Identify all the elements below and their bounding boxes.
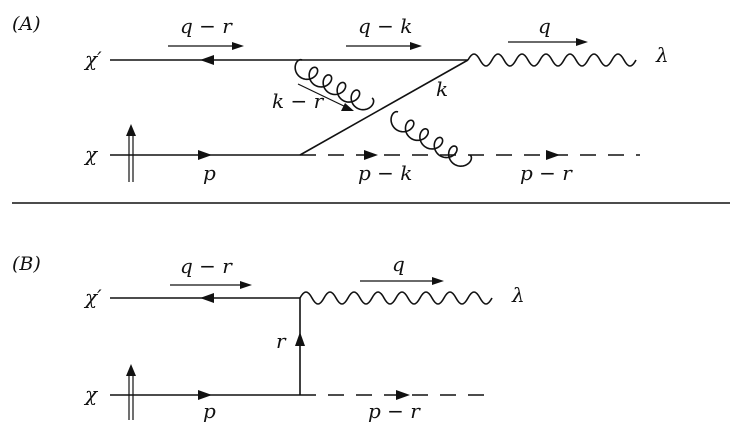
panel-a-k-line: [299, 59, 469, 156]
panel-b-momentum-arrowhead-q-r: [240, 281, 252, 289]
panel-a-label: (A): [12, 13, 41, 35]
panel-b-r-arrow: [295, 332, 305, 346]
panel-a-momentum-arrowhead-k-r: [341, 103, 354, 111]
panel-a-spin-arrow-icon: [126, 124, 136, 182]
panel-a-top-fermion-arrow: [200, 55, 214, 65]
panel-b-spin-arrow-icon: [126, 364, 136, 420]
panel-a-label-lambda: λ: [655, 43, 669, 67]
panel-b-bottom-fermion-arrow: [198, 390, 212, 400]
panel-a-label-p-minus-r: p − r: [520, 161, 573, 185]
panel-a-label-p: p: [203, 161, 216, 185]
panel-b-label-p: p: [203, 399, 216, 423]
panel-b-label-chi-prime: χ′: [83, 285, 102, 309]
panel-a: (A) χ′ χ λ: [12, 13, 669, 185]
panel-a-label-k-minus-r: k − r: [272, 89, 325, 113]
panel-a-label-q-minus-k: q − k: [358, 14, 412, 38]
panel-a-scalar-arrow-1: [364, 150, 378, 160]
panel-a-momentum-arrow-k-r: [297, 83, 349, 109]
panel-b-scalar-arrow: [396, 390, 410, 400]
panel-a-momentum-arrowhead-q-r: [232, 42, 244, 50]
panel-a-label-p-minus-k: p − k: [358, 161, 412, 185]
panel-a-bottom-fermion-arrow: [198, 150, 212, 160]
panel-a-label-chi-prime: χ′: [83, 47, 102, 71]
panel-b-top-fermion-arrow: [200, 293, 214, 303]
panel-a-scalar-arrow-2: [546, 150, 560, 160]
panel-b-label-r: r: [276, 329, 287, 353]
panel-b-label-p-minus-r: p − r: [368, 399, 421, 423]
panel-a-photon: [467, 53, 637, 67]
panel-a-label-chi: χ: [83, 142, 99, 166]
panel-b-photon: [299, 291, 493, 305]
panel-b-momentum-arrowhead-q: [432, 277, 444, 285]
panel-a-label-q: q: [538, 14, 551, 38]
panel-b-label-q: q: [392, 252, 405, 276]
panel-b-label: (B): [12, 253, 41, 275]
panel-b-label-q-minus-r: q − r: [180, 254, 233, 278]
panel-a-gluon-bottom: [390, 110, 473, 167]
panel-a-gluon-top: [294, 58, 375, 111]
panel-b: (B) χ′ χ λ q − r q r p p − r: [12, 252, 525, 423]
panel-b-label-lambda: λ: [511, 283, 525, 307]
panel-a-label-k: k: [436, 77, 448, 101]
panel-a-momentum-arrowhead-q-k: [410, 42, 422, 50]
panel-a-label-q-minus-r: q − r: [180, 14, 233, 38]
panel-b-label-chi: χ: [83, 382, 99, 406]
panel-a-momentum-arrowhead-q: [576, 38, 588, 46]
